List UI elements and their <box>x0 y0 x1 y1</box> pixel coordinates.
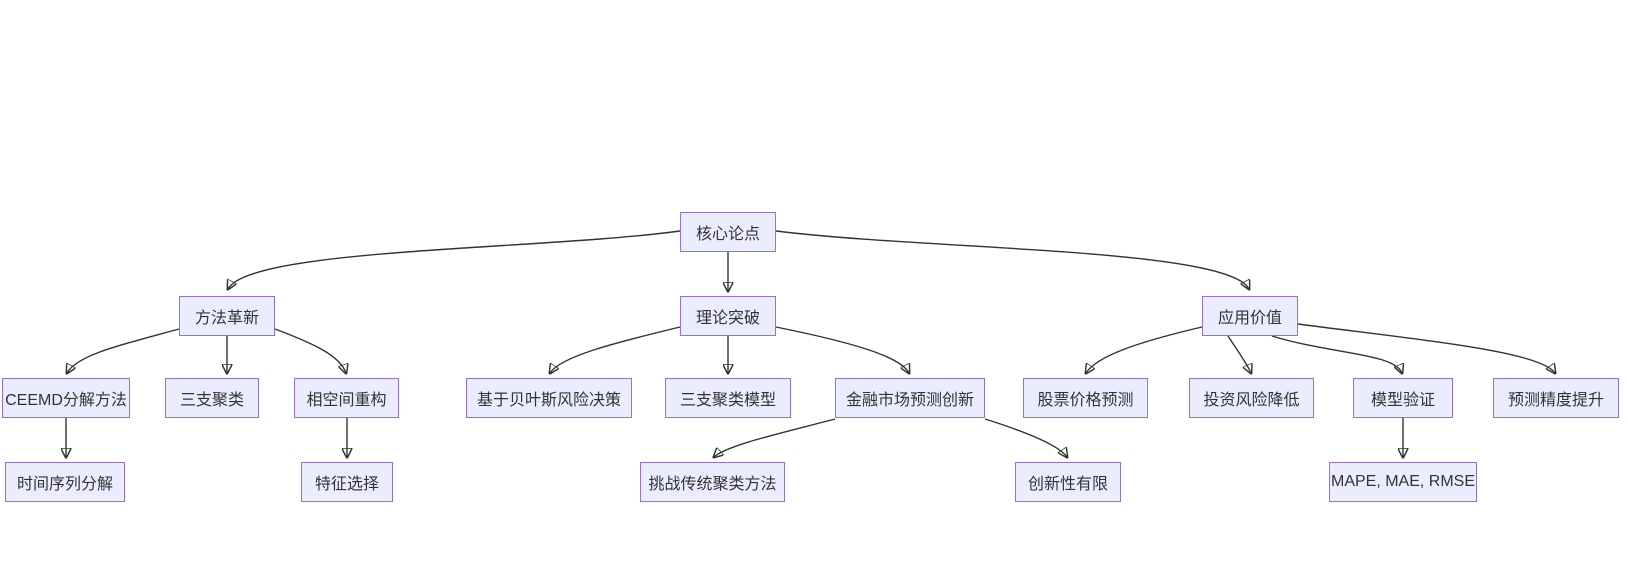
node-prediction-accuracy-improvement: 预测精度提升 <box>1493 378 1619 418</box>
node-three-way-clustering: 三支聚类 <box>165 378 259 418</box>
node-application-value: 应用价值 <box>1202 296 1298 336</box>
edge-core-to-application <box>775 230 1249 289</box>
node-theory-breakthrough: 理论突破 <box>680 296 776 336</box>
node-stock-price-prediction: 股票价格预测 <box>1023 378 1148 418</box>
edge-theory-to-finance <box>775 326 909 373</box>
node-phase-space-reconstruction: 相空间重构 <box>294 378 399 418</box>
edge-application-to-stock <box>1086 326 1203 373</box>
node-challenge-traditional-clustering: 挑战传统聚类方法 <box>640 462 785 502</box>
edge-finance-to-challenge <box>714 418 836 457</box>
edge-core-to-method <box>228 230 681 289</box>
node-investment-risk-reduction: 投资风险降低 <box>1189 378 1314 418</box>
edge-application-to-precision <box>1297 323 1555 373</box>
node-method-innovation: 方法革新 <box>179 296 275 336</box>
node-bayes-risk-decision: 基于贝叶斯风险决策 <box>466 378 632 418</box>
edge-application-to-validation <box>1271 335 1402 373</box>
node-feature-selection: 特征选择 <box>301 462 393 502</box>
node-limited-innovation: 创新性有限 <box>1015 462 1121 502</box>
node-three-way-clustering-model: 三支聚类模型 <box>665 378 791 418</box>
edge-application-to-invest <box>1227 335 1251 373</box>
node-financial-forecast-innovation: 金融市场预测创新 <box>835 378 985 418</box>
edge-method-to-ceemd <box>67 328 180 373</box>
node-ceemd-decomposition: CEEMD分解方法 <box>2 378 130 418</box>
edge-theory-to-bayes <box>550 326 681 373</box>
edge-method-to-phase <box>274 328 346 373</box>
node-core-thesis: 核心论点 <box>680 212 776 252</box>
edge-finance-to-limited <box>984 418 1067 457</box>
node-model-validation: 模型验证 <box>1353 378 1453 418</box>
node-validation-metrics: MAPE, MAE, RMSE <box>1329 462 1477 502</box>
node-time-series-decomposition: 时间序列分解 <box>5 462 125 502</box>
